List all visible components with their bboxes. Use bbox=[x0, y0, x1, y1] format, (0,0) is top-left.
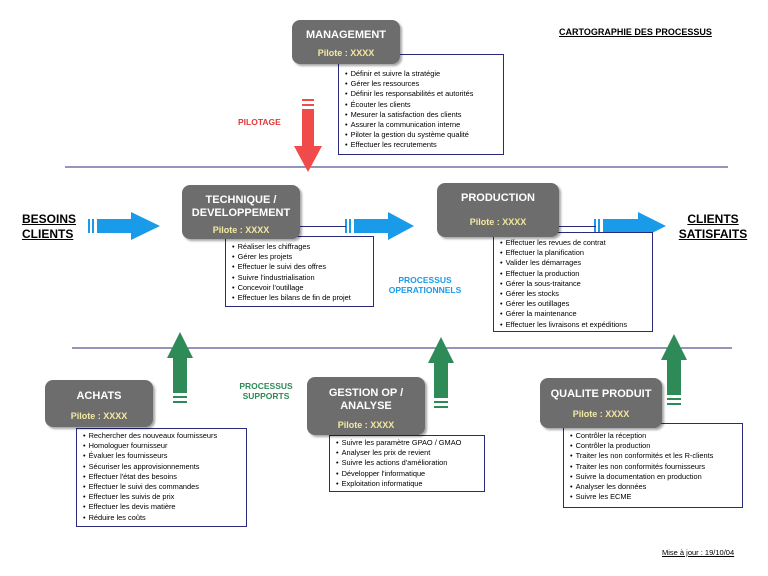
activity-item: Gérer les projets bbox=[232, 252, 370, 262]
activity-item: Analyser les prix de revient bbox=[336, 448, 481, 458]
achats-title: ACHATS bbox=[76, 390, 122, 402]
technique-activities: Réaliser les chiffragesGérer les projets… bbox=[225, 236, 374, 307]
activity-item: Piloter la gestion du système qualité bbox=[345, 130, 500, 140]
support-arrow-qualite bbox=[661, 334, 687, 405]
activity-item: Traiter les non conformités fournisseurs bbox=[570, 462, 739, 472]
gestion-activities: Suivre les paramètre GPAO / GMAOAnalyser… bbox=[329, 435, 485, 492]
activity-item: Effectuer les revues de contrat bbox=[500, 238, 649, 248]
clients-out-label: CLIENTS bbox=[687, 212, 739, 226]
activity-item: Effectuer les bilans de fin de projet bbox=[232, 293, 370, 303]
gestion-title: GESTION OP / ANALYSE bbox=[328, 387, 404, 412]
support-arrow-gestion bbox=[428, 337, 454, 408]
clients-satisfaits-label: CLIENTS SATISFAITS bbox=[672, 212, 754, 242]
input-arrow bbox=[88, 212, 160, 240]
activity-item: Effectuer les livraisons et expéditions bbox=[500, 320, 649, 330]
achats-activities: Rechercher des nouveaux fournisseursHomo… bbox=[76, 428, 247, 527]
activity-item: Effectuer la planification bbox=[500, 248, 649, 258]
activity-item: Effectuer la production bbox=[500, 269, 649, 279]
activity-item: Assurer la communication interne bbox=[345, 120, 500, 130]
management-pilot: Pilote : XXXX bbox=[317, 48, 375, 58]
activity-item: Définir les responsabilités et autorités bbox=[345, 89, 500, 99]
pilotage-arrow bbox=[294, 99, 322, 172]
activity-item: Contrôler la réception bbox=[570, 431, 739, 441]
activity-item: Suivre les actions d'amélioration bbox=[336, 458, 481, 468]
production-connector bbox=[558, 226, 596, 227]
activity-item: Homologuer fournisseur bbox=[83, 441, 243, 451]
satisfaits-label: SATISFAITS bbox=[678, 227, 748, 241]
activity-item: Suivre les paramètre GPAO / GMAO bbox=[336, 438, 481, 448]
pilotage-label: PILOTAGE bbox=[238, 117, 281, 127]
activity-item: Gérer les ressources bbox=[345, 79, 500, 89]
activity-item: Définir et suivre la stratégie bbox=[345, 69, 500, 79]
production-pilot: Pilote : XXXX bbox=[469, 217, 527, 227]
clients-label: CLIENTS bbox=[22, 227, 74, 241]
technique-pilot: Pilote : XXXX bbox=[212, 225, 270, 235]
management-activities: Définir et suivre la stratégieGérer les … bbox=[338, 54, 504, 155]
activity-item: Écouter les clients bbox=[345, 100, 500, 110]
besoins-label: BESOINS bbox=[22, 212, 77, 226]
activity-item: Effectuer l'état des besoins bbox=[83, 472, 243, 482]
production-process: PRODUCTION Pilote : XXXX bbox=[437, 183, 559, 237]
activity-item: Exploitation informatique bbox=[336, 479, 481, 489]
transfer-arrow bbox=[345, 212, 414, 240]
page-title: CARTOGRAPHIE DES PROCESSUS bbox=[559, 27, 712, 37]
qualite-title: QUALITE PRODUIT bbox=[550, 388, 652, 400]
achats-pilot: Pilote : XXXX bbox=[70, 411, 128, 421]
activity-item: Effectuer les suivis de prix bbox=[83, 492, 243, 502]
activity-item: Effectuer les recrutements bbox=[345, 140, 500, 150]
activity-item: Gérer la sous-traitance bbox=[500, 279, 649, 289]
activity-item: Réaliser les chiffrages bbox=[232, 242, 370, 252]
activity-item: Suivre la documentation en production bbox=[570, 472, 739, 482]
management-title: MANAGEMENT bbox=[305, 29, 387, 41]
technique-process: TECHNIQUE / DEVELOPPEMENT Pilote : XXXX bbox=[182, 185, 300, 239]
update-date: Mise à jour : 19/10/04 bbox=[662, 548, 735, 557]
production-activities: Effectuer les revues de contratEffectuer… bbox=[493, 232, 653, 332]
production-title: PRODUCTION bbox=[461, 192, 535, 204]
activity-item: Effectuer le suivi des commandes bbox=[83, 482, 243, 492]
activity-item: Suivre les ECME bbox=[570, 492, 739, 502]
activity-item: Contrôler la production bbox=[570, 441, 739, 451]
gestion-process: GESTION OP / ANALYSE Pilote : XXXX bbox=[307, 377, 425, 435]
qualite-pilot: Pilote : XXXX bbox=[572, 409, 630, 419]
activity-item: Analyser les données bbox=[570, 482, 739, 492]
support-arrow-achats bbox=[167, 332, 193, 403]
management-process: MANAGEMENT Pilote : XXXX bbox=[292, 20, 400, 64]
technique-connector bbox=[300, 226, 346, 227]
supports-label: PROCESSUS SUPPORTS bbox=[239, 381, 293, 401]
activity-item: Valider les démarrages bbox=[500, 258, 649, 268]
activity-item: Traiter les non conformités et les R-cli… bbox=[570, 451, 739, 461]
activity-item: Gérer la maintenance bbox=[500, 309, 649, 319]
activity-item: Rechercher des nouveaux fournisseurs bbox=[83, 431, 243, 441]
activity-item: Concevoir l'outillage bbox=[232, 283, 370, 293]
activity-item: Gérer les outillages bbox=[500, 299, 649, 309]
qualite-process: QUALITE PRODUIT Pilote : XXXX bbox=[540, 378, 662, 428]
activity-item: Effectuer les devis matière bbox=[83, 502, 243, 512]
activity-item: Effectuer le suivi des offres bbox=[232, 262, 370, 272]
qualite-activities: Contrôler la réceptionContrôler la produ… bbox=[563, 423, 743, 508]
activity-item: Sécuriser les approvisionnements bbox=[83, 462, 243, 472]
achats-process: ACHATS Pilote : XXXX bbox=[45, 380, 153, 427]
technique-title: TECHNIQUE / DEVELOPPEMENT bbox=[191, 194, 291, 219]
besoins-clients-label: BESOINS CLIENTS bbox=[22, 212, 76, 242]
operationnels-label: PROCESSUS OPERATIONNELS bbox=[388, 275, 462, 295]
gestion-pilot: Pilote : XXXX bbox=[337, 420, 395, 430]
activity-item: Réduire les coûts bbox=[83, 513, 243, 523]
activity-item: Gérer les stocks bbox=[500, 289, 649, 299]
activity-item: Développer l'informatique bbox=[336, 469, 481, 479]
activity-item: Évaluer les fournisseurs bbox=[83, 451, 243, 461]
activity-item: Suivre l'industrialisation bbox=[232, 273, 370, 283]
activity-item: Mesurer la satisfaction des clients bbox=[345, 110, 500, 120]
